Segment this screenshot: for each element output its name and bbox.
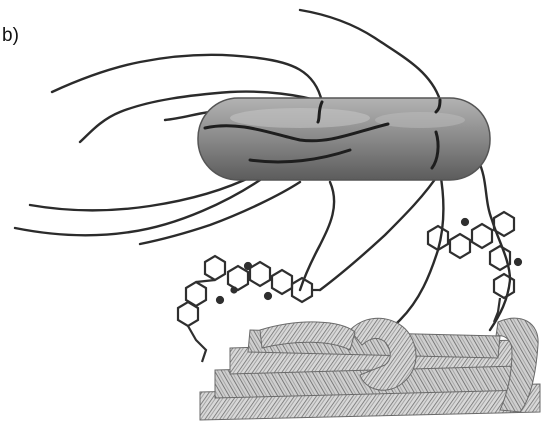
bacterium-cell <box>198 98 490 180</box>
carbon-nanotube-bundle <box>200 318 540 420</box>
flagellum <box>52 55 322 102</box>
flagellum <box>140 182 300 244</box>
flagellum <box>300 10 440 100</box>
flagellum <box>320 172 440 290</box>
flagellum <box>300 182 334 290</box>
flagellum <box>478 160 510 330</box>
linker-molecule-right <box>428 212 521 322</box>
flagellum <box>30 175 255 210</box>
